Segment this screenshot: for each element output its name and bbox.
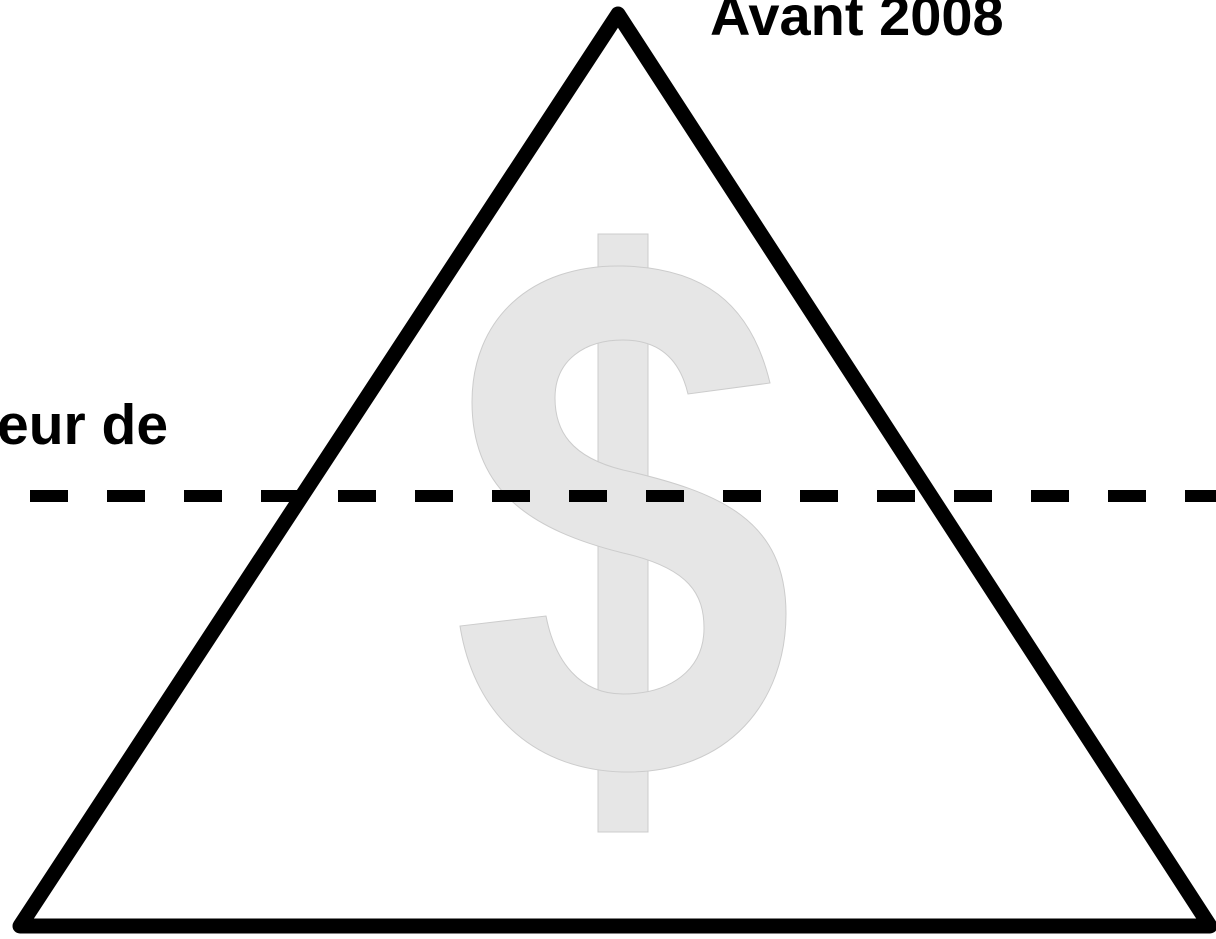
diagram-title: Avant 2008 bbox=[710, 0, 1004, 47]
side-label: eur de bbox=[0, 393, 169, 457]
pyramid-triangle bbox=[12, 6, 1216, 934]
dollar-sign-icon bbox=[459, 233, 787, 833]
